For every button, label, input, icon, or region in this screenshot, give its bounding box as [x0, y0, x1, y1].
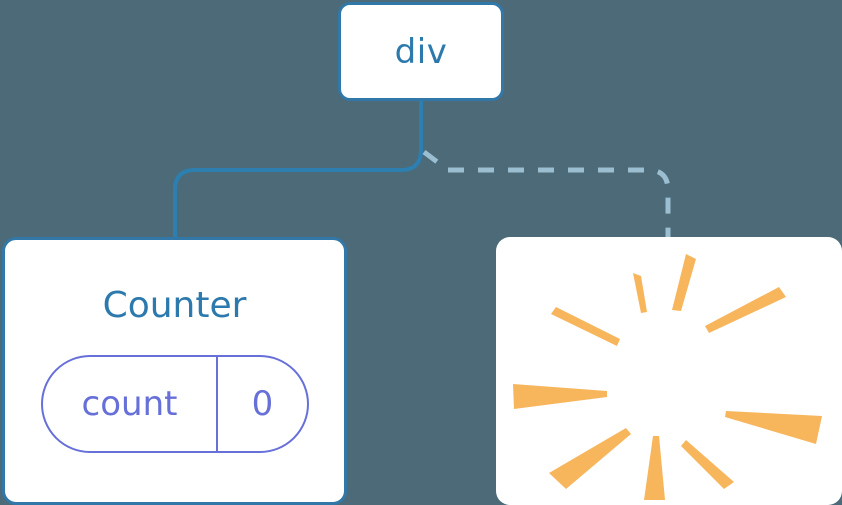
sparkle-ray-se: [681, 440, 734, 489]
sparkle-ray-nw: [551, 307, 620, 346]
sparkle-ray-n: [672, 254, 696, 311]
sparkle-burst-icon: [513, 254, 822, 500]
state-pill-value-cell: 0: [218, 357, 307, 451]
state-pill-value-label: 0: [251, 384, 274, 424]
connector-root-to-counter: [173, 99, 423, 241]
node-div-label: div: [394, 31, 448, 72]
sparkle-ray-w: [513, 384, 607, 409]
state-pill-key-cell: count: [43, 357, 218, 451]
sparkle-ray-nnw: [633, 273, 647, 313]
sparkle-ray-sw: [549, 428, 631, 489]
connector-root-to-burst: [422, 150, 671, 239]
sparkle-ray-s: [644, 436, 665, 500]
sparkle-ray-e: [725, 411, 822, 444]
node-div[interactable]: div: [338, 2, 504, 101]
sparkle-ray-group: [513, 254, 822, 500]
node-counter-label: Counter: [102, 285, 247, 326]
sparkle-ray-ne: [705, 287, 786, 333]
state-pill-key-label: count: [81, 384, 178, 424]
node-burst[interactable]: [496, 237, 842, 505]
state-pill-count[interactable]: count 0: [41, 355, 309, 453]
